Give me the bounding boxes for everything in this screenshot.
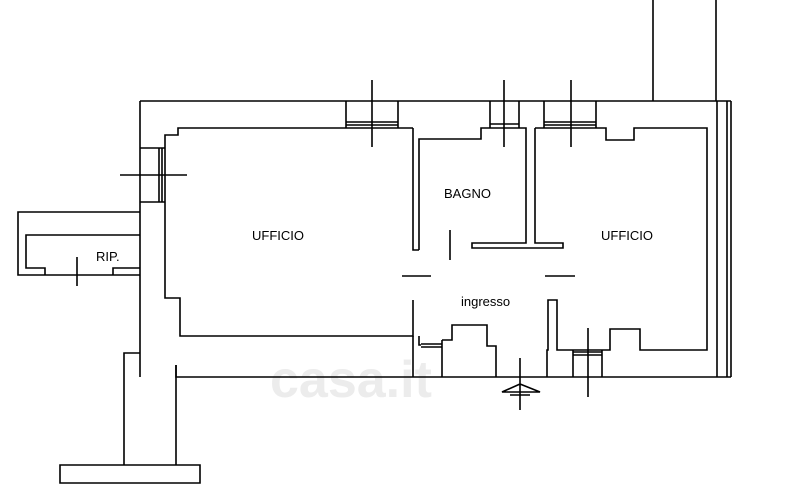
window-top-left [345,80,399,147]
room-label-bathroom: BAGNO [444,186,491,201]
office-left-walls [164,127,419,337]
lower-structure [59,352,201,484]
upper-extension [652,0,717,101]
room-label-storage: RIP. [96,249,120,264]
storage-walls [17,211,140,276]
window-bottom-right [572,328,603,397]
room-label-office-left: UFFICIO [252,228,304,243]
room-label-office-right: UFFICIO [601,228,653,243]
office-right-walls [535,127,708,377]
window-bathroom [489,80,520,147]
room-label-entrance: ingresso [461,294,511,309]
window-left [120,147,187,203]
entrance-arrow-icon [501,358,541,410]
window-top-right [543,80,597,147]
entrance-walls [412,324,497,377]
watermark-logo: casa.it [270,351,432,409]
bathroom-walls [418,127,564,250]
